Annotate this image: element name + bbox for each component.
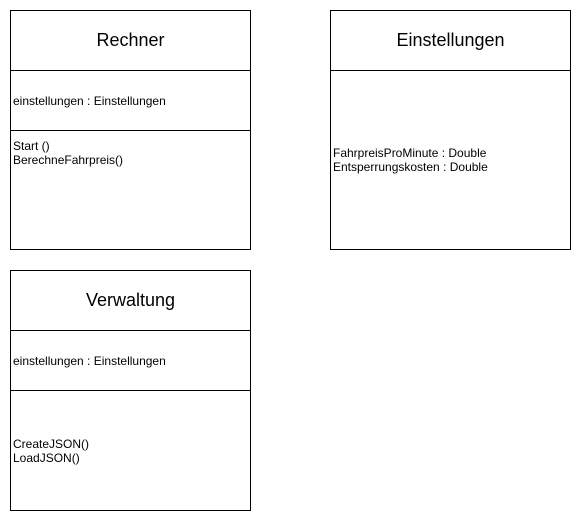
class-name-verwaltung: Verwaltung	[11, 271, 250, 331]
attribute-entsperrungskosten: Entsperrungskosten : Double	[333, 160, 488, 174]
attributes-section-verwaltung: einstellungen : Einstellungen	[11, 331, 250, 391]
class-name-rechner: Rechner	[11, 11, 250, 71]
class-einstellungen[interactable]: Einstellungen FahrpreisProMinute : Doubl…	[330, 10, 571, 250]
class-rechner[interactable]: Rechner einstellungen : Einstellungen St…	[10, 10, 251, 250]
method-load-json: LoadJSON()	[13, 450, 80, 465]
attribute-verwaltung-einstellungen: einstellungen : Einstellungen	[13, 353, 166, 368]
method-rechner-start: Start ()	[13, 139, 50, 153]
class-verwaltung[interactable]: Verwaltung einstellungen : Einstellungen…	[10, 270, 251, 511]
methods-section-verwaltung: CreateJSON() LoadJSON()	[11, 391, 250, 510]
class-name-einstellungen: Einstellungen	[331, 11, 570, 71]
attributes-section-rechner: einstellungen : Einstellungen	[11, 71, 250, 131]
methods-section-rechner: Start () BerechneFahrpreis()	[11, 131, 250, 249]
method-rechner-berechne-fahrpreis: BerechneFahrpreis()	[13, 153, 124, 167]
attributes-section-einstellungen: FahrpreisProMinute : Double Entsperrungs…	[331, 71, 570, 249]
method-create-json: CreateJSON()	[13, 436, 90, 451]
attribute-fahrpreis-pro-minute: FahrpreisProMinute : Double	[333, 146, 487, 160]
attribute-rechner-einstellungen: einstellungen : Einstellungen	[13, 93, 166, 108]
